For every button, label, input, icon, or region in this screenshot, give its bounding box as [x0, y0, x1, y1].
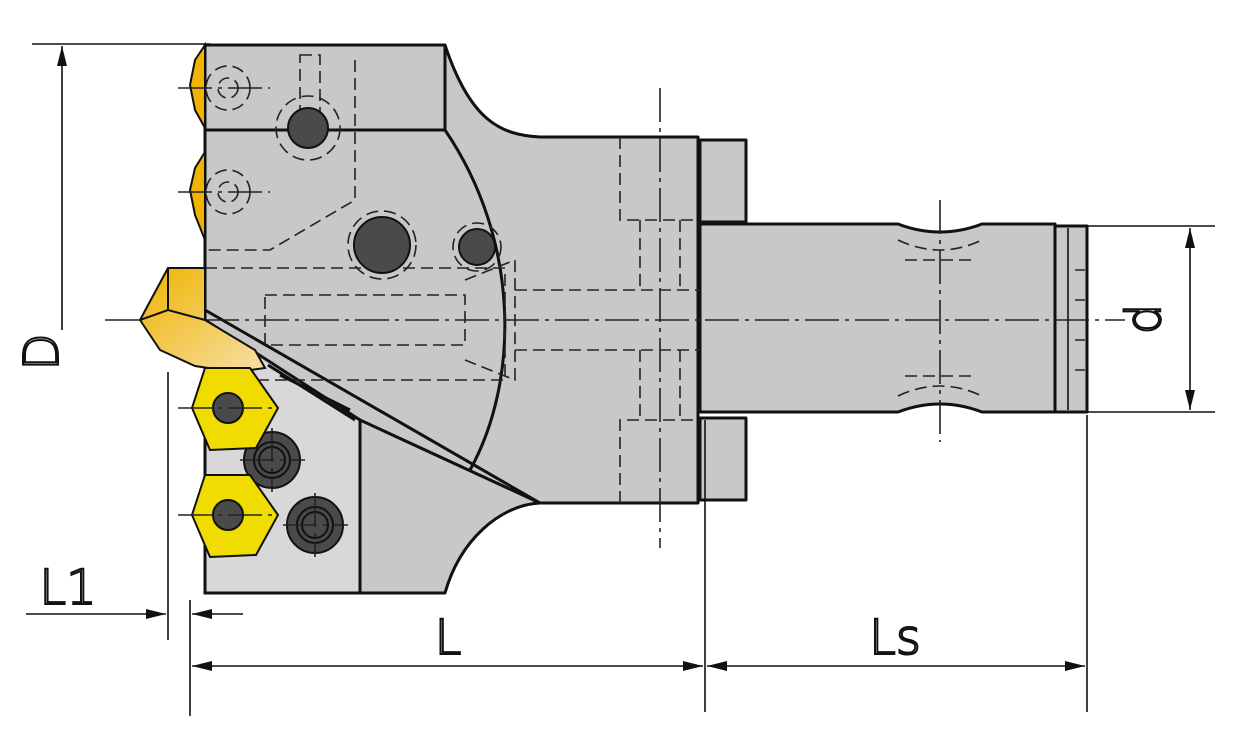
- dimension-D-label: D: [14, 334, 70, 371]
- shank-collar-top: [698, 138, 748, 224]
- screw-top: [287, 107, 329, 149]
- screw-mid-large: [353, 216, 411, 274]
- dimension-Ls-label: Ls: [869, 610, 921, 666]
- dimension-L1-label: L1: [39, 560, 96, 616]
- insert-top-1: [188, 41, 206, 132]
- dimension-L-label: L: [435, 610, 462, 666]
- shank-end-cap: [1053, 224, 1089, 414]
- screw-mid-small: [458, 228, 496, 266]
- head-arc: [443, 129, 507, 471]
- shank-collar-bottom: [698, 416, 748, 502]
- shank: [698, 138, 1089, 502]
- shank-body: [698, 222, 1057, 414]
- dimensions: D d L1 L Ls: [13, 43, 1215, 716]
- dimension-d-label: d: [1116, 304, 1172, 334]
- inserts: [138, 41, 280, 559]
- screws: [240, 95, 502, 557]
- insert-top-2: [188, 148, 206, 241]
